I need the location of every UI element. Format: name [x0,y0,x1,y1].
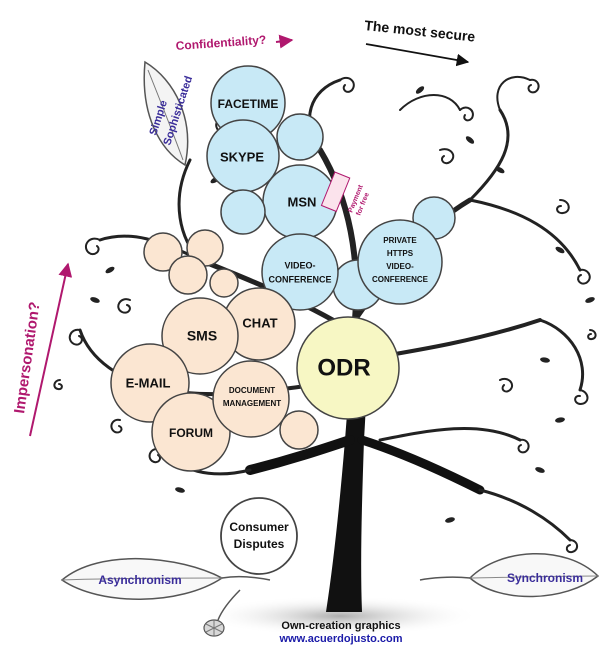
videoconference-label-1: VIDEO- [284,260,315,270]
consumer-disputes-bubble [220,497,298,575]
peach-small-bubble-5 [279,410,319,450]
most-secure-label: The most secure [364,17,477,45]
private-label-1: PRIVATE [383,236,417,245]
blue-small-bubble-2 [220,189,266,235]
document-management-bubble [212,360,290,438]
blue-small-bubble [276,113,324,161]
ground-shadow [200,596,480,636]
videoconference-label-2: CONFERENCE [268,274,331,284]
credit-url: www.acuerdojusto.com [278,633,402,645]
private-label-4: CONFERENCE [372,275,429,284]
seed-pod-icon [203,589,241,637]
email-label: E-MAIL [126,375,171,390]
document-label-1: DOCUMENT [229,386,275,395]
private-videoconference-bubble [357,219,443,305]
private-label-2: HTTPS [387,249,414,258]
odr-label: ODR [317,354,370,381]
sms-bubble [161,297,239,375]
asynchronism-label: Asynchronism [98,573,181,587]
consumer-label: Consumer [229,520,289,534]
bubble-labels: FACETIME SKYPE MSN VIDEO- CONFERENCE PRI… [126,97,429,551]
sms-label: SMS [187,328,217,344]
forum-bubble [151,392,231,472]
impersonation-arrow [29,262,73,437]
disputes-label: Disputes [234,537,285,551]
peach-bubbles [110,229,319,472]
tree-branches [53,75,597,554]
most-secure-arrow [365,43,470,67]
videoconference-bubble [261,233,339,311]
peach-small-bubble-3 [168,255,208,295]
top-leaf: Simple Sophisticated [143,60,195,167]
blue-bubbles [206,65,456,311]
tree-foliage-dots [90,86,595,523]
asynchronism-leaf: Asynchronism [60,558,271,600]
peach-small-bubble-4 [209,268,239,298]
msn-label: MSN [288,194,317,209]
synchronism-label: Synchronism [507,571,583,585]
credit-text: Own-creation graphics [281,620,400,632]
confidentiality-label: Confidentiality? [175,33,266,53]
skype-label: SKYPE [220,149,264,164]
facetime-label: FACETIME [218,97,279,111]
chat-label: CHAT [242,315,277,330]
document-label-2: MANAGEMENT [223,399,281,408]
peach-small-bubble-1 [143,232,183,272]
confidentiality-arrow [275,34,294,49]
private-label-3: VIDEO- [386,262,414,271]
synchronism-leaf: Synchronism [419,552,600,598]
forum-label: FORUM [169,426,213,440]
odr-bubble [296,316,400,420]
